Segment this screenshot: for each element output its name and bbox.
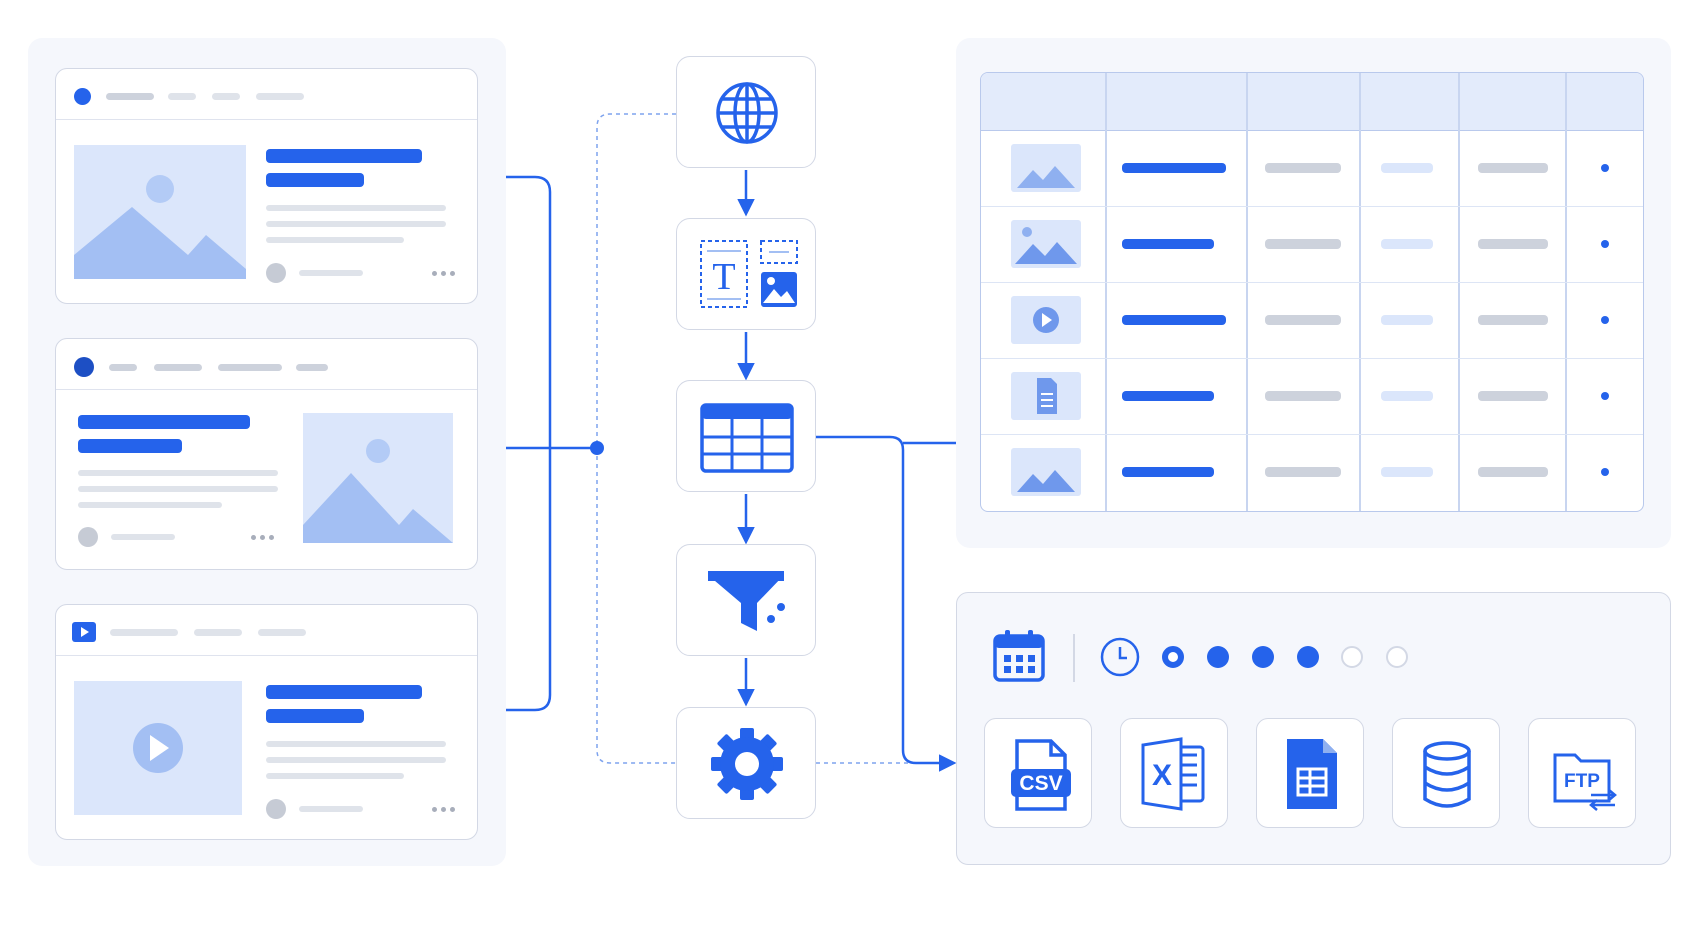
image-icon	[74, 145, 246, 279]
export-excel-button[interactable]: X	[1120, 718, 1228, 828]
image-icon	[1011, 448, 1081, 496]
table-row[interactable]	[981, 358, 1643, 435]
card-header	[56, 605, 477, 656]
text-image-select-icon: T	[700, 240, 798, 308]
avatar	[78, 527, 98, 547]
card-header	[56, 69, 477, 120]
csv-file-icon: CSV	[1011, 739, 1071, 811]
table-row[interactable]	[981, 206, 1643, 283]
filter-icon	[708, 571, 785, 631]
table-row[interactable]	[981, 434, 1643, 511]
circle-icon	[74, 357, 94, 377]
export-csv-button[interactable]: CSV	[984, 718, 1092, 828]
image-icon	[303, 413, 453, 543]
schedule-divider	[1073, 634, 1075, 682]
google-sheets-icon	[1287, 739, 1337, 809]
pipeline-step-schedule-run[interactable]	[676, 707, 816, 819]
pipeline-step-fetch[interactable]	[676, 56, 816, 168]
calendar-icon[interactable]	[992, 628, 1046, 684]
schedule-dot[interactable]	[1386, 646, 1408, 668]
pipeline-step-structure[interactable]	[676, 380, 816, 492]
excel-icon: X	[1141, 737, 1205, 811]
schedule-dot[interactable]	[1162, 646, 1184, 668]
avatar	[266, 799, 286, 819]
globe-icon	[716, 82, 778, 144]
more-icon[interactable]	[432, 271, 456, 277]
table-row[interactable]	[981, 130, 1643, 207]
table-header	[981, 73, 1643, 131]
document-icon	[1011, 372, 1081, 420]
text-selection-glyph: T	[712, 256, 735, 298]
ftp-icon: FTP	[1553, 753, 1617, 811]
table-row[interactable]	[981, 282, 1643, 359]
image-icon	[1011, 220, 1081, 268]
export-ftp-button[interactable]: FTP	[1528, 718, 1636, 828]
gear-icon	[711, 728, 783, 800]
schedule-dot[interactable]	[1207, 646, 1229, 668]
svg-text:X: X	[1152, 759, 1172, 792]
svg-text:FTP: FTP	[1564, 771, 1600, 792]
source-card-video[interactable]	[55, 604, 478, 840]
pipeline-step-select[interactable]: T	[676, 218, 816, 330]
svg-text:CSV: CSV	[1019, 772, 1062, 795]
play-icon	[1011, 296, 1081, 344]
export-google-sheets-button[interactable]	[1256, 718, 1364, 828]
image-icon	[1011, 144, 1081, 192]
source-card-article-2[interactable]	[55, 338, 478, 570]
avatar	[266, 263, 286, 283]
schedule-dot[interactable]	[1297, 646, 1319, 668]
more-icon[interactable]	[251, 535, 275, 541]
clock-icon[interactable]	[1099, 636, 1141, 678]
source-card-article-1[interactable]	[55, 68, 478, 304]
pipeline-step-filter[interactable]	[676, 544, 816, 656]
schedule-dot[interactable]	[1252, 646, 1274, 668]
schedule-dot[interactable]	[1341, 646, 1363, 668]
circle-icon	[74, 88, 91, 105]
table-icon	[700, 403, 794, 473]
more-icon[interactable]	[432, 807, 456, 813]
play-icon	[72, 622, 96, 642]
export-database-button[interactable]	[1392, 718, 1500, 828]
card-header	[56, 339, 477, 390]
database-icon	[1423, 741, 1471, 808]
results-table	[980, 72, 1644, 512]
video-thumbnail	[74, 681, 242, 815]
